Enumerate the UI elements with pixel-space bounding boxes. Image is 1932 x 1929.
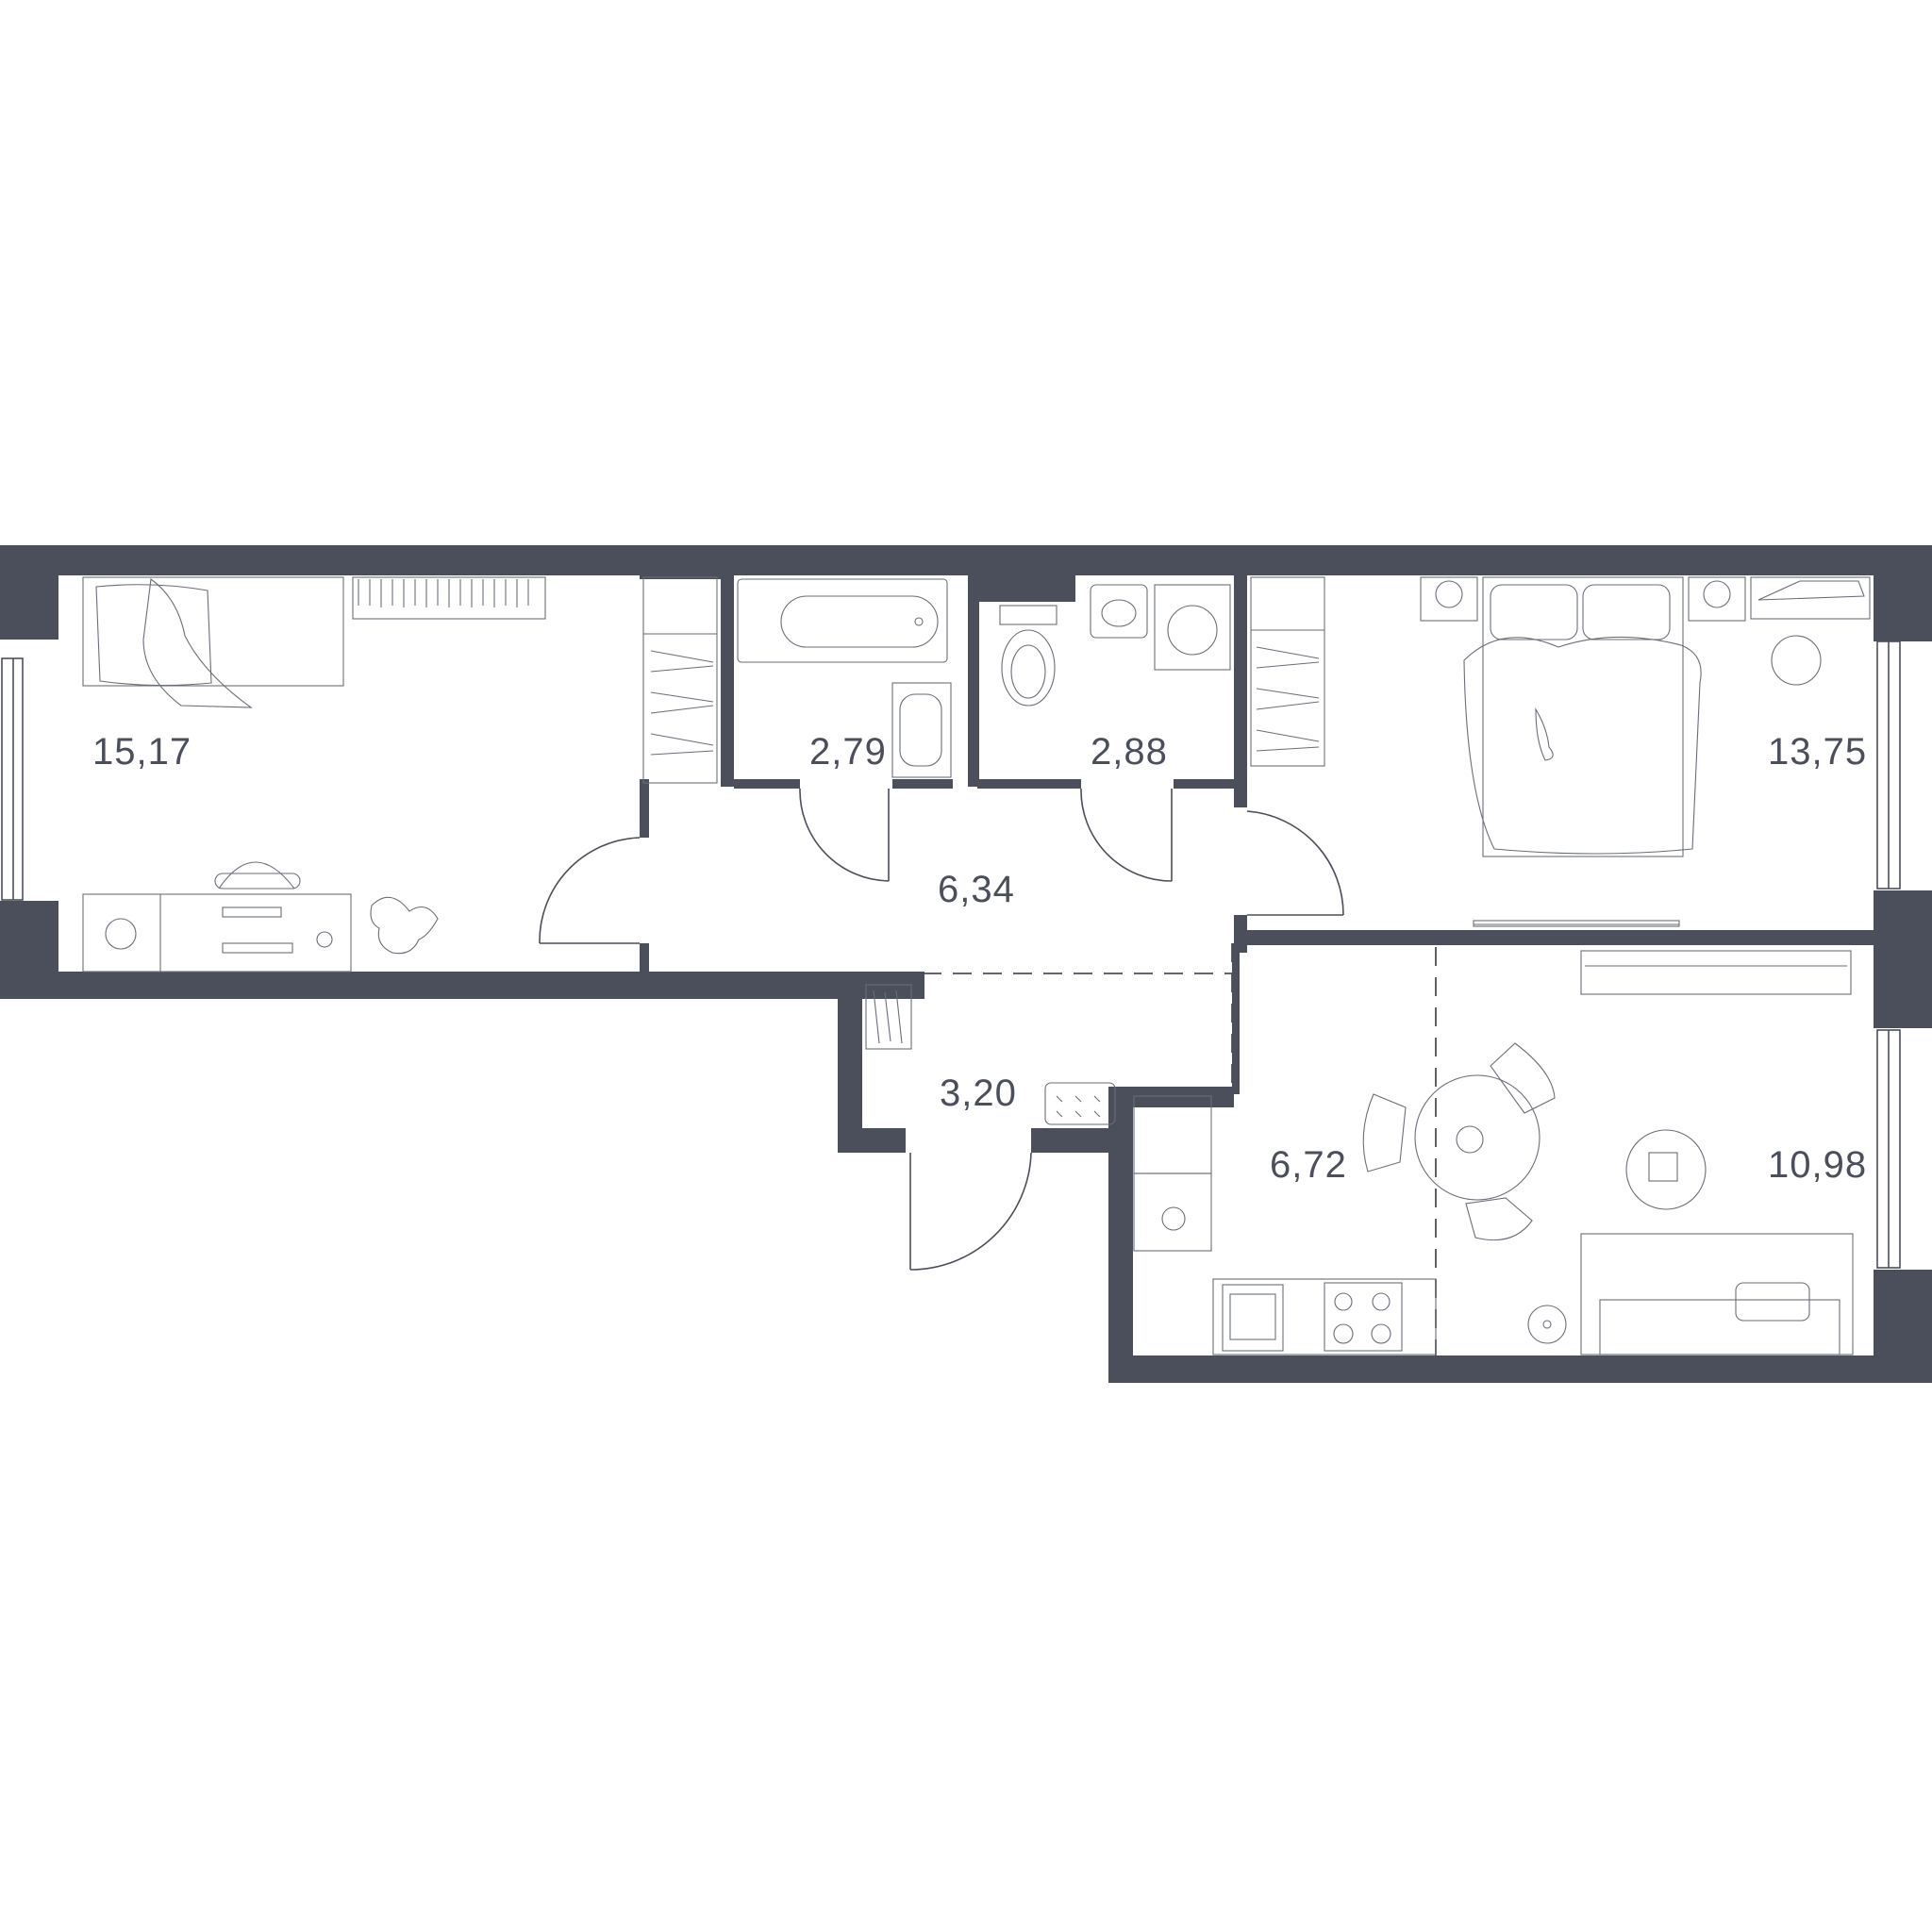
zone-separators	[923, 943, 1437, 1355]
area-label-bedroom-left: 15,17	[92, 731, 192, 773]
area-label-toilet: 2,88	[1091, 731, 1168, 773]
area-labels: 15,17 2,79 2,88 13,75 6,34 3,20 6,72 10,…	[92, 731, 1867, 1186]
dining-table-icon	[1362, 1042, 1556, 1241]
shelf-icon	[352, 576, 546, 620]
tv-stand-icon	[1580, 950, 1852, 995]
area-label-kitchen: 6,72	[1270, 1144, 1347, 1186]
area-label-hallway: 6,34	[938, 869, 1015, 910]
area-label-living-room: 10,98	[1768, 1144, 1867, 1186]
fridge-icon	[1133, 1095, 1212, 1252]
bed-icon	[82, 576, 344, 708]
shoe-rack-icon	[865, 984, 912, 1050]
sink-icon	[1090, 584, 1148, 639]
toy-icon	[370, 896, 439, 955]
coat-rack-icon	[1044, 1082, 1116, 1125]
doors	[539, 788, 1344, 1271]
bathtub-icon	[737, 578, 948, 663]
dresser-icon	[1750, 576, 1871, 686]
wardrobe-icon	[642, 576, 718, 784]
area-label-bedroom-right: 13,75	[1768, 731, 1867, 773]
windows	[1, 640, 1901, 1269]
nightstand-icon	[1688, 576, 1746, 622]
nightstand-icon	[1420, 576, 1478, 622]
toilet-icon	[999, 605, 1058, 707]
area-label-bathroom: 2,79	[809, 731, 887, 773]
desk-icon	[82, 861, 352, 973]
sink-icon	[1222, 1284, 1284, 1352]
bed-icon	[1463, 576, 1702, 857]
area-label-entrance: 3,20	[940, 1073, 1017, 1114]
tv-icon	[1473, 920, 1680, 927]
sink-icon	[891, 682, 952, 778]
walls	[0, 545, 1932, 1383]
sofa-icon	[1580, 1233, 1854, 1355]
stove-icon	[1324, 1282, 1403, 1352]
wardrobe-icon	[1250, 576, 1325, 767]
floor-lamp-icon	[1527, 1305, 1567, 1344]
washing-machine-icon	[1154, 584, 1231, 671]
kitchen-counter-icon	[1212, 1278, 1437, 1355]
coffee-table-icon	[1625, 1129, 1707, 1210]
